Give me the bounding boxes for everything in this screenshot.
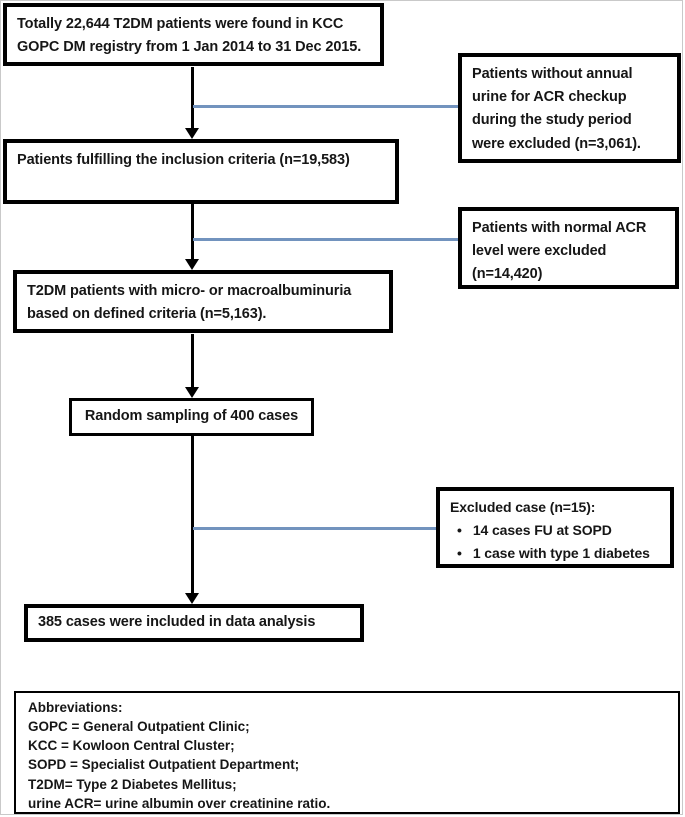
exclusion-connector-line <box>193 527 436 530</box>
down-arrow-head-icon <box>185 259 199 270</box>
excluded-case-item: • 1 case with type 1 diabetes <box>450 542 660 565</box>
down-arrow-line <box>191 204 194 260</box>
down-arrow-line <box>191 436 194 594</box>
box-albuminuria-text: T2DM patients with micro- or macroalbumi… <box>27 283 352 323</box>
box-excluded-no-acr-checkup: Patients without annual urine for ACR ch… <box>458 53 681 163</box>
box-registry-total-text: Totally 22,644 T2DM patients were found … <box>17 16 362 56</box>
abbreviations-title: Abbreviations: <box>28 700 123 715</box>
abbreviation-line: SOPD = Specialist Outpatient Department; <box>28 757 300 773</box>
box-data-analysis: 385 cases were included in data analysis <box>24 604 364 642</box>
down-arrow-line <box>191 334 194 388</box>
box-excluded-cases-title: Excluded case (n=15): <box>450 499 596 515</box>
bullet-icon: • <box>457 522 462 539</box>
down-arrow-line <box>191 67 194 129</box>
exclusion-connector-line <box>193 238 458 241</box>
box-registry-total: Totally 22,644 T2DM patients were found … <box>3 3 384 66</box>
box-excluded-normal-acr: Patients with normal ACR level were excl… <box>458 207 679 289</box>
excluded-case-item: • 14 cases FU at SOPD <box>450 519 660 542</box>
box-excluded-normal-acr-text: Patients with normal ACR level were excl… <box>472 220 647 283</box>
excluded-case-item-text: 1 case with type 1 diabetes <box>472 545 650 562</box>
down-arrow-head-icon <box>185 387 199 398</box>
box-random-sampling: Random sampling of 400 cases <box>69 398 314 436</box>
abbreviation-line: urine ACR= urine albumin over creatinine… <box>28 795 331 811</box>
box-inclusion-criteria-text: Patients fulfilling the inclusion criter… <box>17 152 350 168</box>
bullet-icon: • <box>457 545 462 562</box>
box-excluded-no-acr-checkup-text: Patients without annual urine for ACR ch… <box>472 66 641 152</box>
exclusion-connector-line <box>193 105 458 108</box>
box-albuminuria: T2DM patients with micro- or macroalbumi… <box>13 270 393 333</box>
box-inclusion-criteria: Patients fulfilling the inclusion criter… <box>3 139 399 204</box>
down-arrow-head-icon <box>185 128 199 139</box>
down-arrow-head-icon <box>185 593 199 604</box>
abbreviations-box: Abbreviations: GOPC = General Outpatient… <box>14 691 680 814</box>
abbreviation-line: T2DM= Type 2 Diabetes Mellitus; <box>28 776 237 792</box>
excluded-case-item-text: 14 cases FU at SOPD <box>472 522 612 539</box>
box-excluded-cases: Excluded case (n=15): • 14 cases FU at S… <box>436 487 674 568</box>
box-data-analysis-text: 385 cases were included in data analysis <box>38 614 316 631</box>
abbreviation-line: KCC = Kowloon Central Cluster; <box>28 738 235 754</box>
abbreviation-line: GOPC = General Outpatient Clinic; <box>28 719 250 735</box>
box-random-sampling-text: Random sampling of 400 cases <box>84 408 299 425</box>
